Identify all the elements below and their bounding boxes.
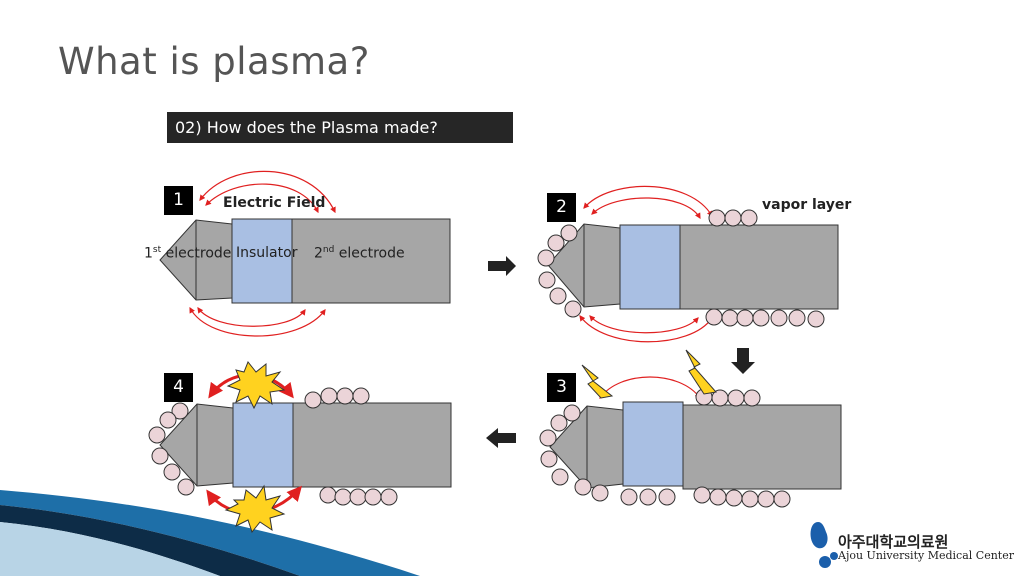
step4-device [159,402,452,488]
logo-symbol [810,522,838,568]
vapor-layer-label: vapor layer [762,197,852,213]
step1-electrode2 [291,218,451,304]
step1-device [159,218,451,304]
arrow-right-icon [488,256,516,276]
step3-bubbles [539,388,791,508]
flow-arrows [486,256,755,448]
step4-explosion-icons [224,361,286,534]
step-3-badge: 3 [547,373,576,402]
step3-lightning-icons [581,349,717,399]
electric-field-label: Electric Field [223,195,326,211]
step2-field-arrows [579,185,713,343]
step2-vapor-bubbles [537,209,825,328]
page-title: What is plasma? [58,40,370,83]
arrow-down-icon [731,348,755,374]
logo-english-text: Ajou University Medical Center [838,549,1014,562]
step1-field-arrows [189,170,336,337]
section-subtitle: 02) How does the Plasma made? [167,112,513,143]
first-electrode-label: 1st electrode [144,245,232,262]
step-2-badge: 2 [547,193,576,222]
step1-insulator [231,218,293,304]
step2-device [547,223,839,310]
step3-field-arrow [599,376,701,399]
logo-korean-text: 아주대학교의료원 [838,533,949,551]
step-1-badge: 1 [164,186,193,215]
arrow-left-icon [486,428,516,448]
insulator-label: Insulator [236,245,298,261]
step4-bubbles [148,387,398,506]
step3-device [549,401,842,490]
second-electrode-label: 2nd electrode [314,245,405,262]
step-4-badge: 4 [164,373,193,402]
